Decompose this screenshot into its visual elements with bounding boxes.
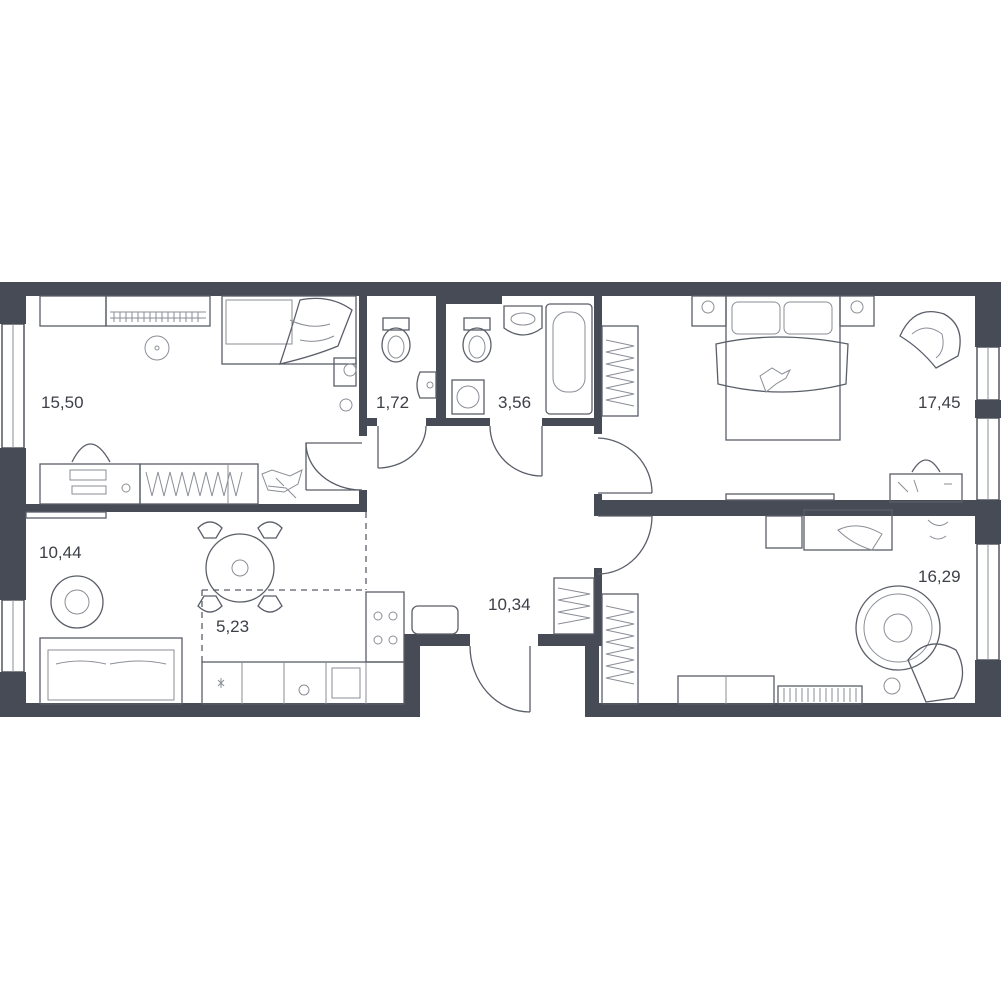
furniture-bedroom-top-right	[601, 295, 963, 503]
room-area-bedroom-top-right: 17,45	[918, 393, 961, 412]
room-area-kitchen: 5,23	[216, 617, 249, 636]
room-area-bedroom-bottom-right: 16,29	[918, 567, 961, 586]
doors	[201, 425, 653, 713]
area-labels: 15,50 1,72 3,56 17,45 10,44 5,23 10,34 1…	[39, 393, 961, 636]
room-area-toilet: 1,72	[376, 393, 409, 412]
room-area-bedroom-top-left: 15,50	[41, 393, 84, 412]
room-area-bathroom: 3,56	[498, 393, 531, 412]
room-area-living-room: 10,44	[39, 543, 82, 562]
walls	[0, 282, 1001, 717]
furniture-hallway	[553, 577, 595, 635]
room-area-hallway: 10,34	[488, 595, 531, 614]
furniture-bedroom-bottom-right	[601, 509, 964, 705]
furniture-bathroom	[381, 303, 593, 415]
furniture-living-kitchen	[25, 511, 459, 705]
furniture-bedroom-left	[39, 295, 357, 505]
windows	[1, 323, 1000, 673]
